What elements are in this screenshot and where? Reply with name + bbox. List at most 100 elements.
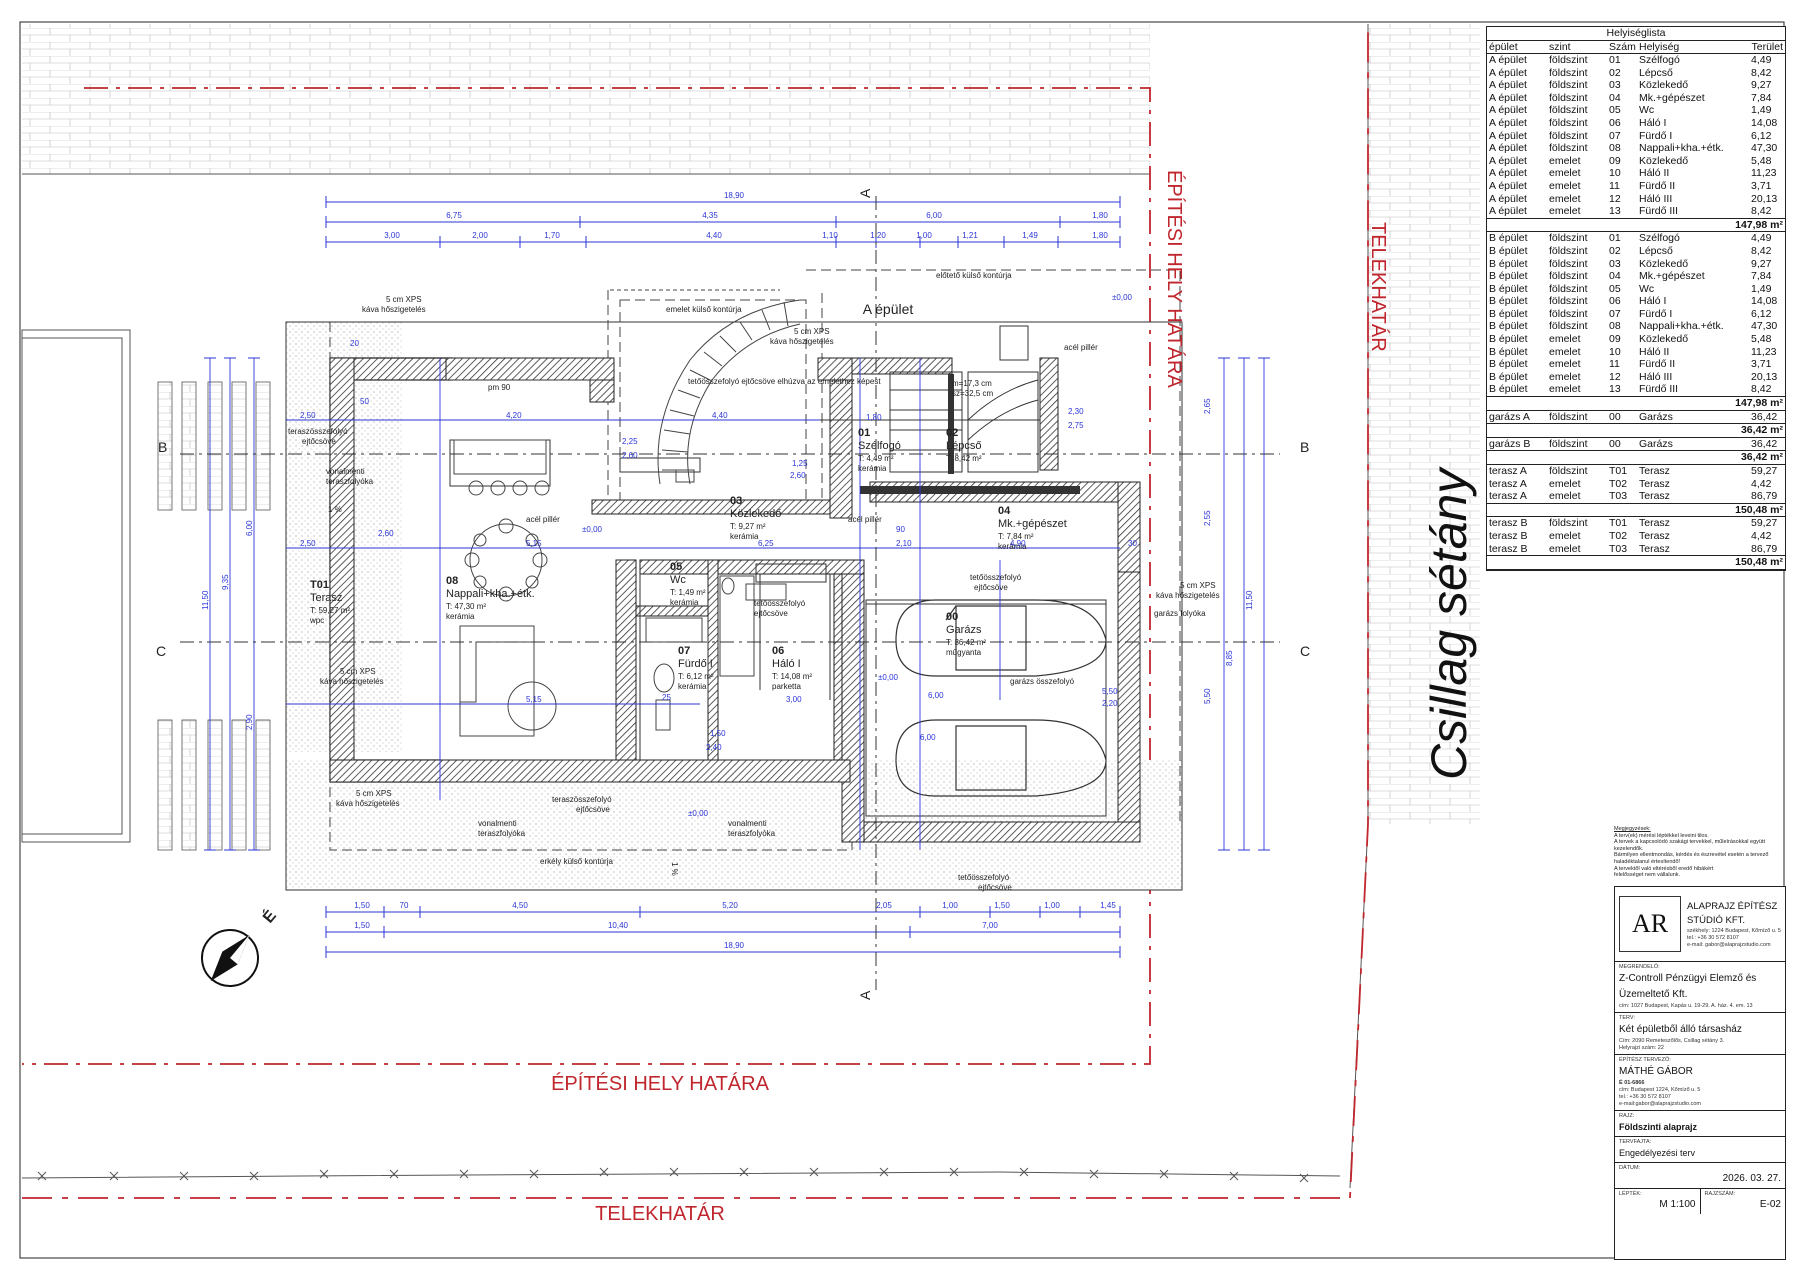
schedule-cell: terasz B [1489,529,1528,542]
schedule-cell: 1,49 [1751,282,1772,295]
schedule-cell: Háló II [1639,345,1670,358]
schedule-cell: B épület [1489,257,1528,270]
schedule-cell: B épület [1489,345,1528,358]
schedule-title: Helyiséglista [1487,27,1785,41]
building-a-label: A épület [863,301,914,317]
room-name: Háló I [772,658,801,670]
schedule-cell: 6,12 [1751,129,1772,142]
schedule-cell: terasz A [1489,490,1527,503]
project-cell: TERV: Két épületből álló társasház Cím: … [1615,1013,1785,1055]
schedule-cell: Fürdő II [1639,179,1676,192]
dimension-text: 2,75 [1068,421,1084,430]
room-area: T: 7,84 m² [998,532,1034,541]
insulation-note: káva hőszigetelés [362,305,426,314]
dimension-text: 11,50 [201,590,210,610]
fence-line [21,1171,1341,1179]
schedule-cell: Közlekedő [1639,333,1689,346]
room-name: Wc [670,574,686,586]
schedule-cell: B épület [1489,320,1528,333]
plot-boundary-label-bottom: TELEKHATÁR [595,1202,725,1225]
gutter-note: tetőösszefolyó ejtőcsöve elhúzva az emel… [688,377,881,386]
sheet-value: E-02 [1759,1199,1781,1210]
project-name: Két épületből álló társasház [1619,1024,1742,1035]
paving-right [1368,24,1480,824]
schedule-sum: 36,42 m² [1487,450,1785,465]
schedule-cell: Háló III [1639,370,1673,383]
steel-column-note: acél pillér [526,515,560,524]
schedule-cell: B épület [1489,307,1528,320]
schedule-cell: emelet [1549,345,1581,358]
schedule-cell: A épület [1489,54,1527,66]
schedule-cell: földszint [1549,465,1588,477]
room-floor: parketta [772,682,801,691]
schedule-cell: Terasz [1639,542,1670,555]
dimension-text: 2,60 [378,529,394,538]
room-area: T: 36,42 m² [946,638,986,647]
note-line: A tervek a kapcsolódó szakági tervekkel,… [1614,839,1766,852]
schedule-cell: Közlekedő [1639,79,1689,92]
room-area: T: 9,27 m² [730,522,766,531]
stepping-stones [157,381,271,851]
linear-drain-note: teraszfolyóka [326,477,374,486]
dimension-text: 70 [400,901,409,910]
schedule-cell: 11 [1609,179,1620,192]
insulation-note: 5 cm XPS [340,667,376,676]
schedule-cell: 4,49 [1751,232,1772,245]
room-name: Nappali+kha.+étk. [446,588,535,600]
room-number: 05 [670,561,682,573]
gutter-pipe-note: ejtőcsöve [978,883,1012,892]
schedule-cell: 03 [1609,79,1621,92]
schedule-cell: földszint [1549,142,1588,155]
schedule-cell: Fürdő I [1639,307,1673,320]
dimension-text: 2,90 [245,714,254,730]
dimension-text: 6,00 [926,211,942,220]
dimension-text: 4,50 [512,901,528,910]
schedule-cell: 09 [1609,154,1621,167]
title-block: AR ALAPRAJZ ÉPÍTÉSZ STÚDIÓ KFT. székhely… [1614,886,1786,1260]
dimension-text: 1,00 [942,901,958,910]
room-area: T: 6,12 m² [678,672,714,681]
schedule-cell: földszint [1549,320,1588,333]
building-limit-label-bottom: ÉPÍTÉSI HELY HATÁRA [551,1072,770,1095]
room-number: 02 [946,427,958,439]
room-area: T: 4,49 m² [858,454,894,463]
firm-email: e-mail: gabor@alaprajzstudio.com [1687,941,1771,948]
room-number: 07 [678,645,690,657]
schedule-cell: 86,79 [1751,542,1778,555]
schedule-cell: Háló I [1639,295,1667,308]
firm-cell: AR ALAPRAJZ ÉPÍTÉSZ STÚDIÓ KFT. székhely… [1615,887,1785,962]
schedule-cell: garázs A [1489,410,1530,423]
dimension-text: 6,25 [758,539,774,548]
schedule-cell: Közlekedő [1639,154,1689,167]
schedule-cell: A épület [1489,66,1527,79]
schedule-cell: 04 [1609,270,1621,283]
schedule-cell: 07 [1609,307,1621,320]
schedule-header-cell: Helyiség [1637,41,1729,54]
schedule-cell: Közlekedő [1639,257,1689,270]
architect-address: cím: Budapest 1224, Kőmíző u. 5 [1619,1087,1701,1093]
dimension-text: 18,90 [724,941,745,950]
schedule-cell: emelet [1549,370,1581,383]
schedule-cell: 00 [1609,437,1621,450]
dimension-text: 6,00 [928,691,944,700]
phase-label: TERVFAJTA: [1619,1139,1652,1145]
level-mark: ±0,00 [688,809,709,818]
schedule-cell: 47,30 [1751,142,1778,155]
schedule-cell: B épület [1489,282,1528,295]
canopy-contour-note: előtető külső kontúrja [936,271,1012,280]
schedule-cell: 06 [1609,295,1621,308]
dimension-text: 1,00 [916,231,932,240]
room-floor: wpc [309,616,324,625]
schedule-cell: 86,79 [1751,490,1778,503]
dimension-text: 4,40 [712,411,728,420]
schedule-cell: Fürdő III [1639,205,1679,218]
room-name: Szélfogó [858,440,901,452]
room-number: 06 [772,645,784,657]
schedule-sum: 147,98 m² [1487,217,1785,233]
schedule-cell: Háló III [1639,192,1673,205]
gutter-pipe-note: ejtőcsöve [754,609,788,618]
